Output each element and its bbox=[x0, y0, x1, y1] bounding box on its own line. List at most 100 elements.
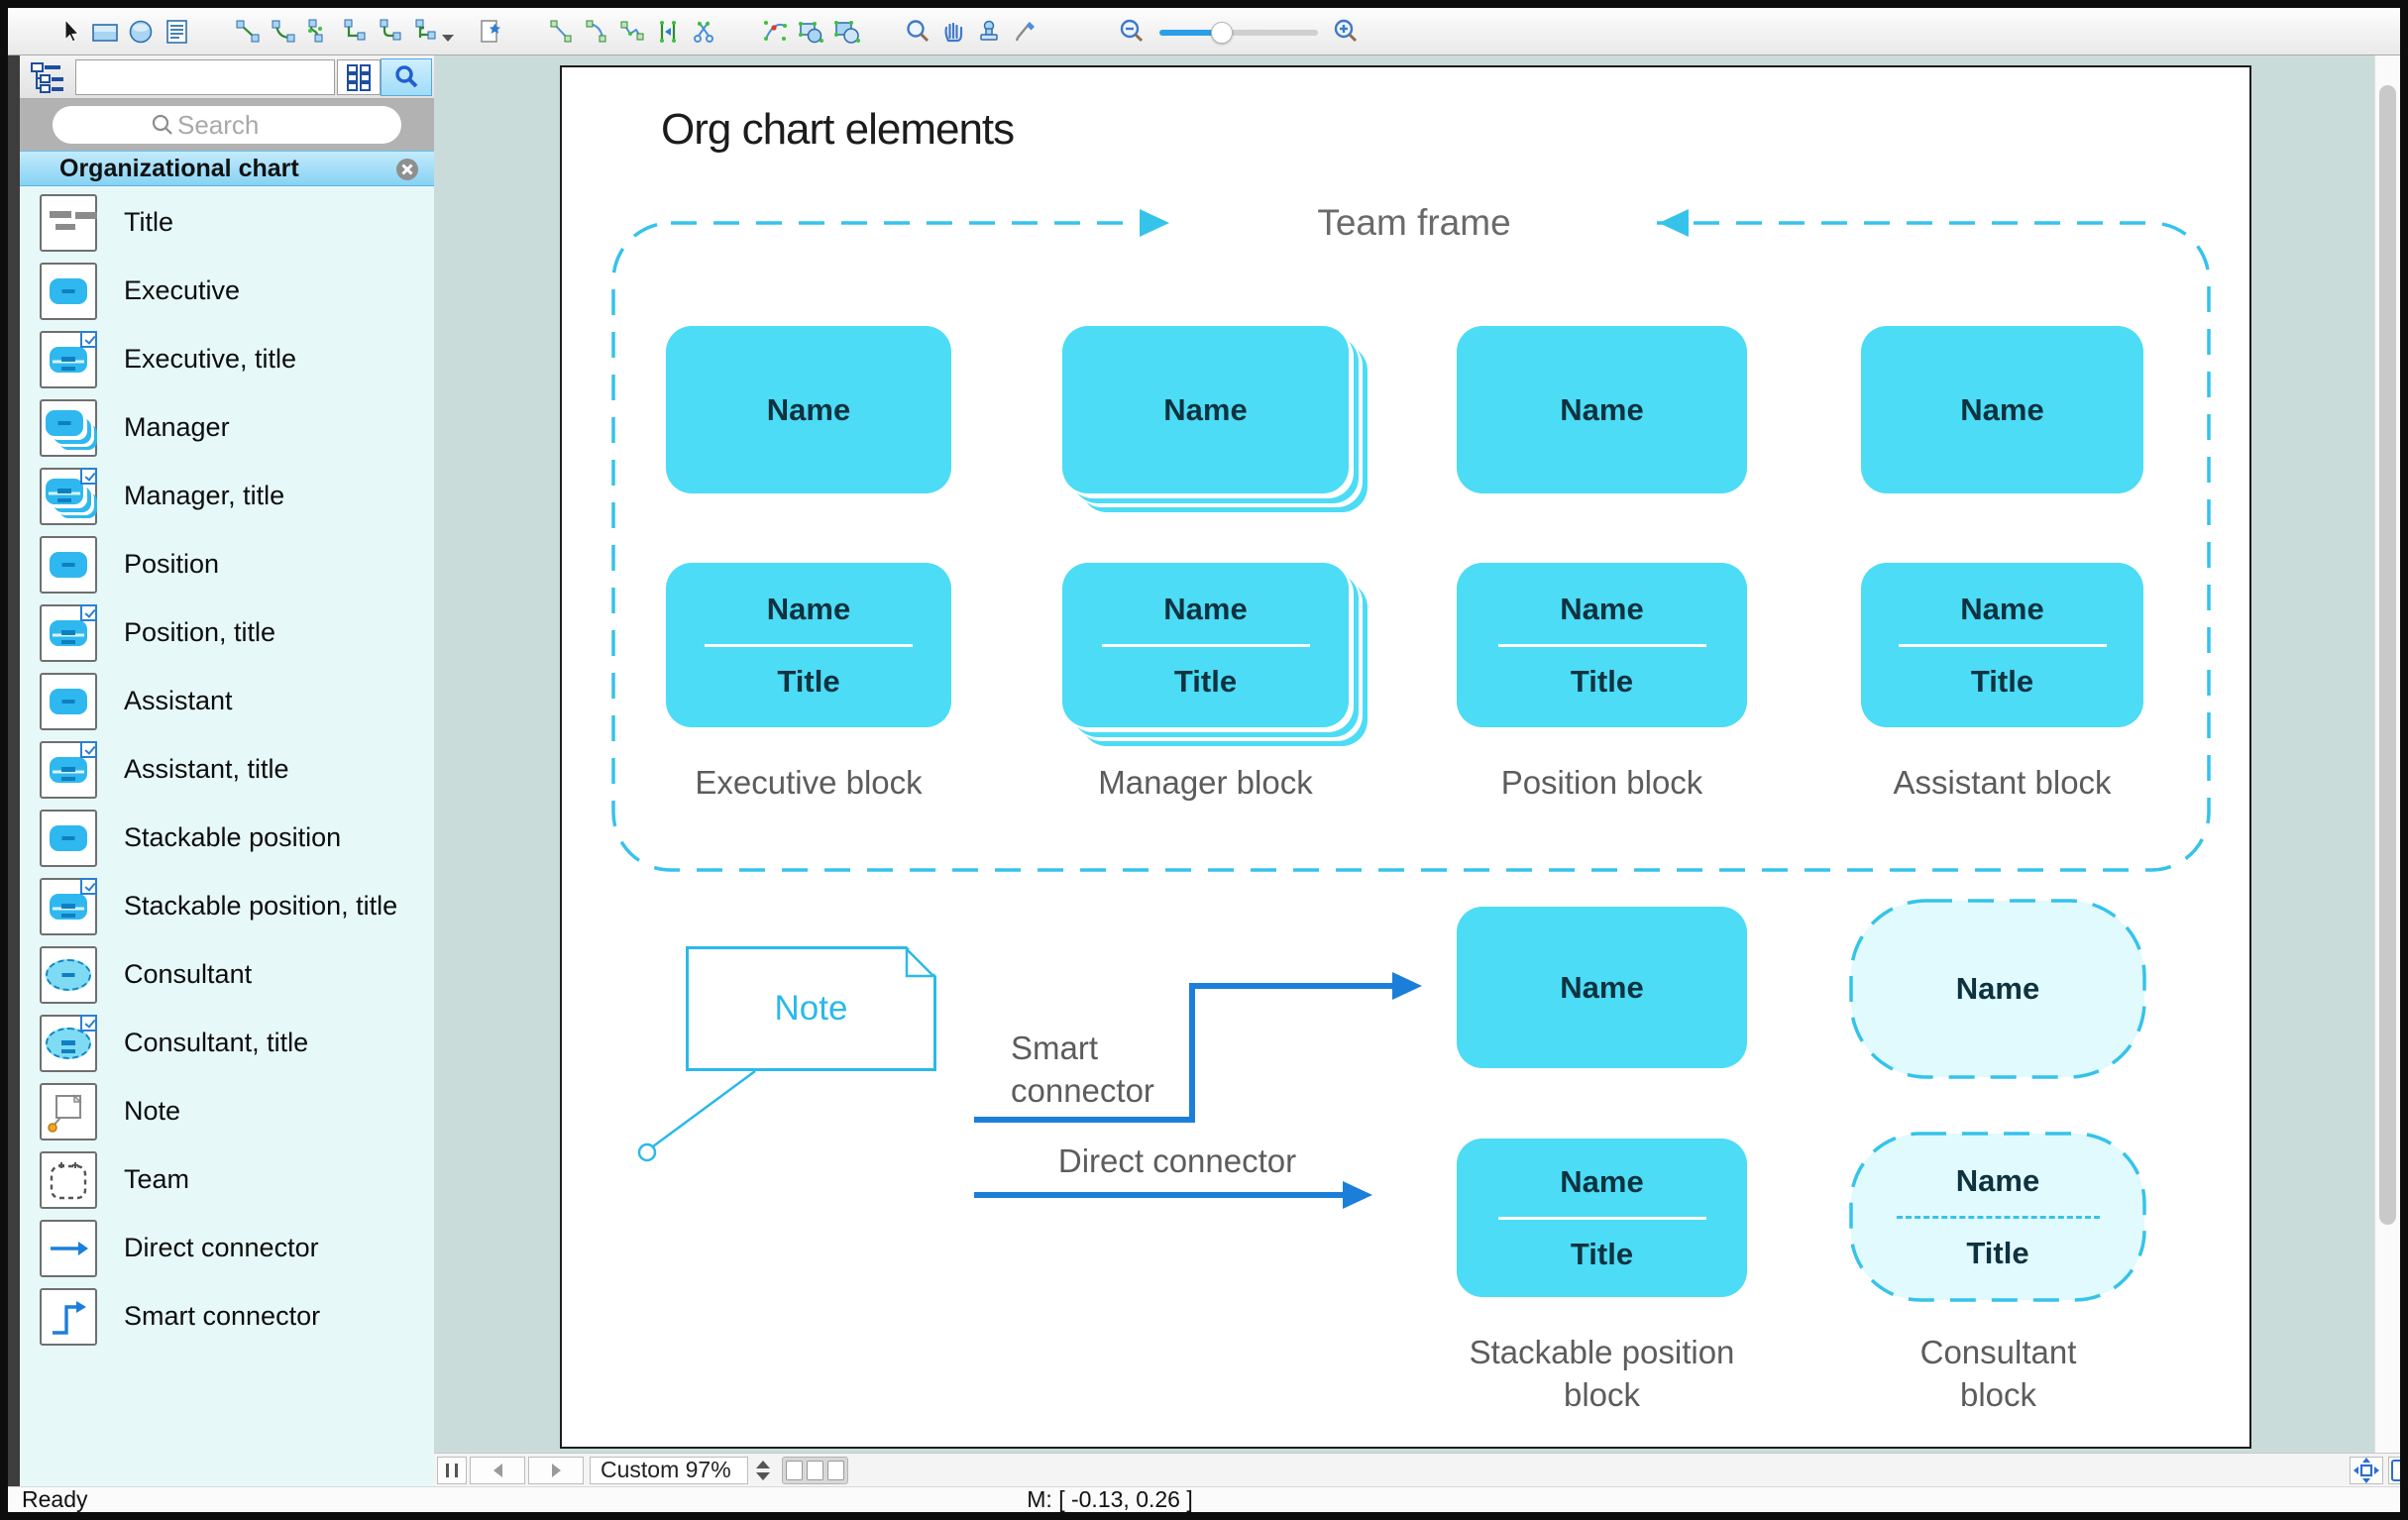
stencil-item-manager[interactable]: Manager bbox=[20, 393, 434, 462]
view-mode-icon[interactable] bbox=[827, 1460, 844, 1480]
rectangle-tool-icon[interactable] bbox=[87, 14, 123, 50]
ellipse-tool-icon[interactable] bbox=[123, 14, 159, 50]
union-shapes-tool-icon[interactable] bbox=[793, 14, 828, 50]
select-cursor-icon[interactable] bbox=[52, 14, 87, 50]
stencil-item-stackable-position-title[interactable]: Stackable position, title bbox=[20, 872, 434, 940]
reshape-tool-icon[interactable] bbox=[757, 14, 793, 50]
stencil-sidebar: Organizational chart Title Executive Exe… bbox=[8, 55, 434, 1486]
split-tool-icon[interactable] bbox=[650, 14, 686, 50]
stencil-item-smart-connector[interactable]: Smart connector bbox=[20, 1282, 434, 1351]
polyline-tool-icon[interactable] bbox=[614, 14, 650, 50]
vertical-scrollbar[interactable] bbox=[2374, 55, 2400, 1453]
stencil-item-title[interactable]: Title bbox=[20, 188, 434, 257]
search-view-button[interactable] bbox=[381, 57, 432, 96]
zoom-out-icon[interactable] bbox=[1114, 14, 1149, 50]
stencil-item-position-title[interactable]: Position, title bbox=[20, 598, 434, 667]
stepper-up-icon bbox=[756, 1460, 770, 1468]
line-tool-icon[interactable] bbox=[543, 14, 579, 50]
search-input[interactable] bbox=[175, 108, 304, 142]
stencil-item-note[interactable]: Note bbox=[20, 1077, 434, 1145]
close-panel-button[interactable] bbox=[394, 157, 420, 182]
stencil-item-consultant[interactable]: Consultant bbox=[20, 940, 434, 1009]
zoom-level-select[interactable]: Custom 97% bbox=[590, 1456, 748, 1484]
block-title-text: Title bbox=[1966, 1235, 2029, 1270]
subtract-shapes-tool-icon[interactable] bbox=[828, 14, 864, 50]
eyedropper-tool-icon[interactable] bbox=[1007, 14, 1042, 50]
new-shape-tool-icon[interactable] bbox=[472, 14, 507, 50]
zoom-slider[interactable] bbox=[1159, 14, 1318, 50]
consultant-title-block[interactable]: Name Title bbox=[1851, 1134, 2144, 1300]
manager-block[interactable]: Name bbox=[1062, 326, 1349, 493]
assistant-block[interactable]: Name bbox=[1861, 326, 2143, 493]
consultant-block[interactable]: Name bbox=[1851, 901, 2144, 1077]
block-divider bbox=[1497, 643, 1706, 647]
stamp-tool-icon[interactable] bbox=[971, 14, 1007, 50]
consultant-title-shape-thumbnail bbox=[40, 1014, 97, 1072]
zoom-stepper[interactable] bbox=[756, 1457, 770, 1484]
note-shape-thumbnail bbox=[40, 1082, 97, 1140]
page-next-button[interactable] bbox=[528, 1456, 584, 1484]
rounded-connector-tool-icon[interactable] bbox=[373, 14, 408, 50]
direct-connector-tool-icon[interactable] bbox=[230, 14, 266, 50]
main-toolbar bbox=[8, 8, 2400, 55]
stackable-block-caption: Stackable position block bbox=[1469, 1334, 1735, 1413]
page-title: Org chart elements bbox=[661, 105, 1015, 154]
stencil-item-manager-title[interactable]: Manager, title bbox=[20, 462, 434, 530]
executive-block[interactable]: Name bbox=[666, 326, 951, 493]
stencil-item-stackable-position[interactable]: Stackable position bbox=[20, 804, 434, 872]
arc-tool-icon[interactable] bbox=[579, 14, 614, 50]
direct-connector-caption: Direct connector bbox=[1057, 1142, 1297, 1179]
executive-title-block[interactable]: Name Title bbox=[666, 563, 951, 727]
block-title-text: Title bbox=[1970, 663, 2034, 699]
stencil-item-team[interactable]: Team bbox=[20, 1145, 434, 1214]
pan-navigator-button[interactable] bbox=[2350, 1456, 2383, 1484]
pan-tool-icon[interactable] bbox=[935, 14, 971, 50]
search-icon bbox=[152, 114, 172, 135]
page-view-mode-buttons[interactable] bbox=[782, 1456, 848, 1484]
scissors-tool-icon[interactable] bbox=[686, 14, 721, 50]
library-tree-button[interactable] bbox=[22, 58, 73, 96]
zoom-in-icon[interactable] bbox=[1328, 14, 1364, 50]
view-mode-icon[interactable] bbox=[807, 1460, 823, 1480]
position-block[interactable]: Name bbox=[1457, 326, 1747, 493]
block-name-text: Name bbox=[1560, 1163, 1644, 1199]
stencil-item-assistant-title[interactable]: Assistant, title bbox=[20, 735, 434, 804]
pan-navigator-icon bbox=[2353, 1457, 2379, 1483]
assistant-title-block[interactable]: Name Title bbox=[1861, 563, 2143, 727]
assistant-shape-thumbnail bbox=[40, 672, 97, 730]
vertical-scrollbar-thumb[interactable] bbox=[2379, 85, 2396, 1225]
library-name-field[interactable] bbox=[75, 58, 335, 95]
elbow-connector-tool-icon[interactable] bbox=[337, 14, 373, 50]
grid-view-button[interactable] bbox=[337, 58, 381, 95]
page-options-button[interactable] bbox=[2388, 1456, 2400, 1484]
connector-options-dropdown-icon[interactable] bbox=[442, 35, 454, 42]
stencil-item-position[interactable]: Position bbox=[20, 530, 434, 598]
zoom-slider-track[interactable] bbox=[1159, 29, 1318, 36]
document-page[interactable]: Org chart elements Team frame Name Name … bbox=[560, 65, 2251, 1449]
stencil-item-direct-connector[interactable]: Direct connector bbox=[20, 1214, 434, 1282]
bezier-connector-tool-icon[interactable] bbox=[301, 14, 337, 50]
stencil-item-consultant-title[interactable]: Consultant, title bbox=[20, 1009, 434, 1077]
search-field[interactable] bbox=[53, 106, 401, 144]
split-view-button[interactable] bbox=[437, 1456, 467, 1484]
stackable-position-title-block[interactable]: Name Title bbox=[1457, 1139, 1747, 1297]
block-name-text: Name bbox=[1560, 591, 1644, 626]
view-mode-icon[interactable] bbox=[786, 1460, 803, 1480]
stencil-item-assistant[interactable]: Assistant bbox=[20, 667, 434, 735]
zoom-tool-icon[interactable] bbox=[900, 14, 935, 50]
stencil-item-executive-title[interactable]: Executive, title bbox=[20, 325, 434, 393]
checkbox-badge-icon bbox=[80, 740, 97, 758]
canvas-area[interactable]: Org chart elements Team frame Name Name … bbox=[434, 55, 2400, 1486]
page-previous-button[interactable] bbox=[470, 1456, 525, 1484]
manager-title-block[interactable]: Name Title bbox=[1062, 563, 1349, 727]
zoom-slider-thumb[interactable] bbox=[1211, 21, 1233, 44]
position-title-block[interactable]: Name Title bbox=[1457, 563, 1747, 727]
tree-connector-tool-icon[interactable] bbox=[408, 14, 444, 50]
stencil-item-executive[interactable]: Executive bbox=[20, 257, 434, 325]
library-name-input[interactable] bbox=[76, 59, 334, 94]
note-shape[interactable]: Note bbox=[686, 946, 936, 1071]
text-block-tool-icon[interactable] bbox=[159, 14, 194, 50]
arc-connector-tool-icon[interactable] bbox=[266, 14, 301, 50]
note-leader-line bbox=[652, 1069, 756, 1148]
stackable-position-block[interactable]: Name bbox=[1457, 907, 1747, 1068]
